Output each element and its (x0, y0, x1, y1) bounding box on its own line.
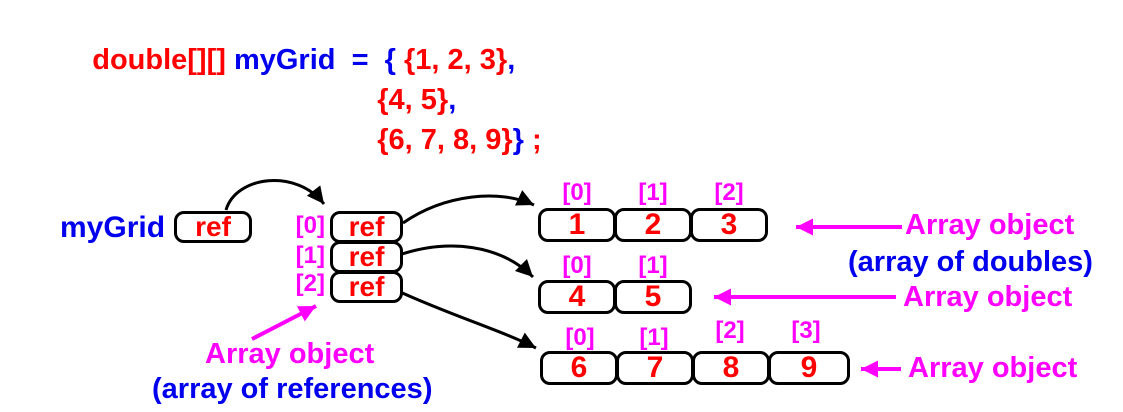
code-token: ; (523, 124, 542, 156)
code-token: } (512, 124, 524, 156)
code-token: {1, 2, 3} (404, 44, 508, 76)
cell-value: 6 (570, 351, 588, 384)
row3-index-2: [2] (715, 317, 745, 344)
row2-cell-0: 4 (538, 280, 616, 314)
arrow-annotation-refs (251, 304, 317, 341)
row1-index-2: [2] (714, 179, 744, 206)
ref-array-cell-2: ref (330, 271, 403, 303)
cell-value: 1 (568, 208, 586, 241)
code-line-3: {6, 7, 8, 9}} ; (345, 89, 542, 191)
arrow-ref1-to-row2 (395, 244, 535, 279)
code-token: double[][] (92, 44, 226, 76)
row3-index-1: [1] (639, 324, 669, 351)
row3-cell-3: 9 (768, 351, 850, 385)
cell-value: 5 (644, 280, 662, 313)
ref-array-cell-0: ref (330, 211, 403, 243)
row3-index-3: [3] (791, 317, 821, 344)
code-token: {6, 7, 8, 9} (377, 124, 513, 156)
ref-value: ref (195, 211, 231, 242)
row2-cell-1: 5 (614, 280, 692, 314)
ref-array-index-0: [0] (295, 212, 325, 239)
annotation-refs-title: Array object (205, 338, 375, 370)
annotation-refs-subtitle: (array of references) (152, 373, 433, 405)
ref-value: ref (348, 271, 385, 302)
cell-value: 4 (568, 280, 586, 313)
ref-array-cell-1: ref (330, 241, 403, 273)
cell-value: 7 (646, 351, 664, 384)
cell-value: 8 (722, 351, 740, 384)
row1-cell-2: 3 (690, 208, 768, 242)
arrow-ref2-to-row3 (397, 289, 537, 350)
code-token: {4, 5} (377, 84, 449, 116)
code-token: , (507, 44, 516, 76)
annotation-row1-subtitle: (array of doubles) (848, 246, 1093, 278)
ref-array-index-2: [2] (295, 270, 325, 297)
annotation-row1-title: Array object (905, 209, 1075, 241)
annotation-row3-title: Array object (908, 352, 1078, 384)
arrow-mygrid-to-ref-array (224, 179, 326, 211)
code-token: myGrid = { (225, 44, 404, 76)
row3-cell-1: 7 (616, 351, 694, 385)
code-token: , (448, 84, 457, 116)
row3-cell-2: 8 (692, 351, 770, 385)
row1-index-0: [0] (562, 179, 592, 206)
mygrid-ref-box: ref (174, 211, 252, 243)
row2-index-1: [1] (638, 252, 668, 279)
row2-index-0: [0] (562, 252, 592, 279)
ref-value: ref (348, 211, 385, 242)
ref-array-index-1: [1] (295, 242, 325, 269)
cell-value: 9 (800, 351, 818, 384)
cell-value: 2 (644, 208, 662, 241)
row3-index-0: [0] (565, 324, 595, 351)
row1-cell-0: 1 (538, 208, 616, 242)
row1-index-1: [1] (638, 179, 668, 206)
code-line-2: {4, 5}, (345, 49, 456, 151)
row3-cell-0: 6 (540, 351, 618, 385)
arrow-ref0-to-row1 (402, 190, 535, 225)
mygrid-label: myGrid (60, 211, 166, 244)
row1-cell-1: 2 (614, 208, 692, 242)
code-line-1: double[][] myGrid = { {1, 2, 3}, (60, 9, 515, 111)
ref-value: ref (348, 241, 385, 272)
cell-value: 3 (720, 208, 738, 241)
annotation-row2-title: Array object (903, 281, 1073, 313)
